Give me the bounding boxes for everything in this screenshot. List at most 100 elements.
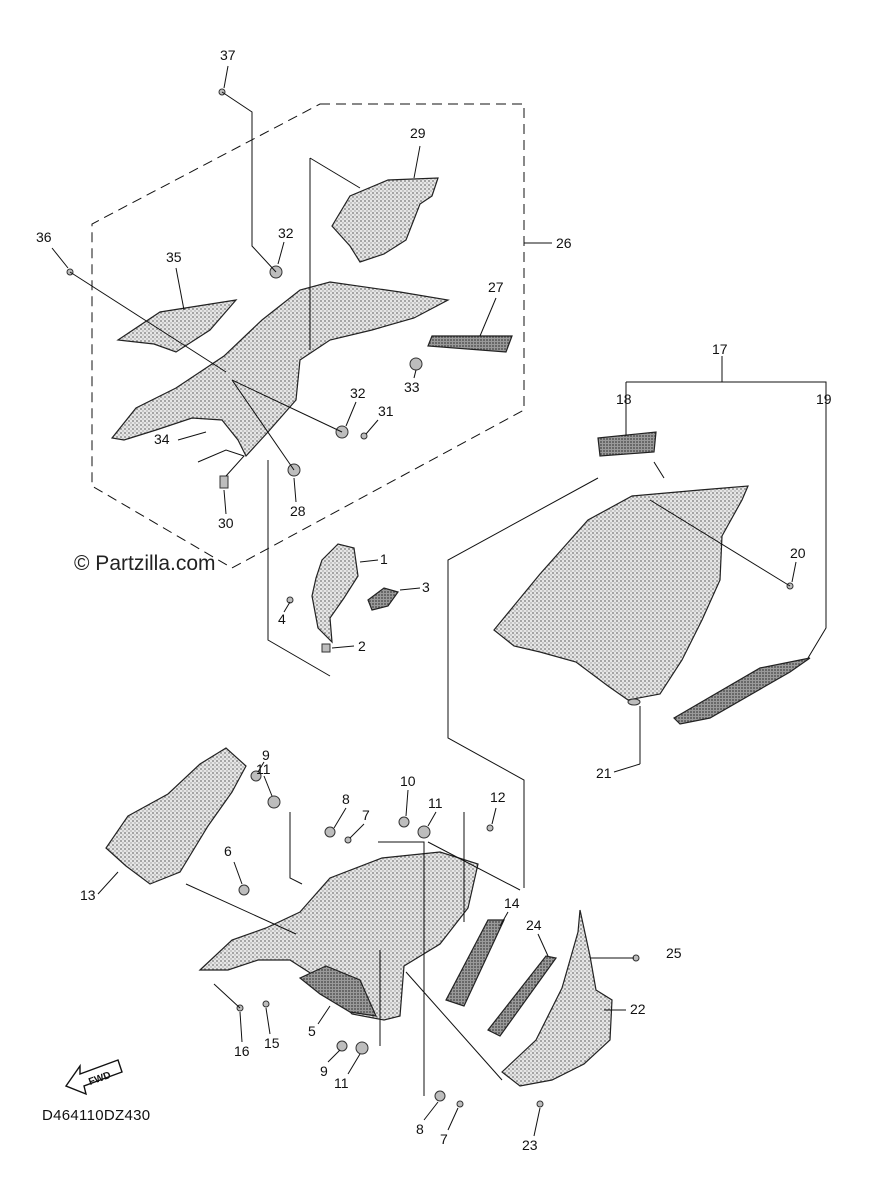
part-11-collar-right[interactable]: [417, 825, 431, 839]
callout-37: 37: [220, 47, 236, 63]
callout-32a: 32: [278, 225, 294, 241]
part-29-panel[interactable]: [331, 177, 439, 263]
part-7-screw-bottom[interactable]: [456, 1100, 464, 1108]
part-6-grommet[interactable]: [238, 884, 250, 896]
callout-25: 25: [666, 945, 682, 961]
part-18-decal[interactable]: [597, 431, 657, 457]
part-31-screw[interactable]: [360, 432, 368, 440]
part-13-duct[interactable]: [105, 747, 247, 885]
part-1-bracket[interactable]: [311, 543, 359, 644]
part-35-panel[interactable]: [116, 299, 238, 353]
leader-20: [649, 499, 791, 587]
callout-33: 33: [404, 379, 420, 395]
leader-32b: [231, 379, 343, 433]
leader-30: [197, 449, 245, 477]
callout-24: 24: [526, 917, 542, 933]
callout-6: 6: [224, 843, 232, 859]
part-9-grommet-top[interactable]: [250, 770, 262, 782]
callout-10: 10: [400, 773, 416, 789]
part-4-screw[interactable]: [286, 596, 294, 604]
part-5-inner-panel[interactable]: [198, 851, 479, 1021]
callout-19: 19: [816, 391, 832, 407]
part-7-screw-top[interactable]: [344, 836, 352, 844]
callout-13: 13: [80, 887, 96, 903]
leader-37: [221, 91, 277, 273]
fwd-arrow-icon: FWD: [64, 1059, 123, 1096]
leader-side-fairing: [447, 477, 599, 888]
callout-3: 3: [422, 579, 430, 595]
part-23-screw[interactable]: [536, 1100, 544, 1108]
leader-16: [213, 983, 241, 1009]
callout-7a: 7: [362, 807, 370, 823]
part-8-washer-top[interactable]: [324, 826, 336, 838]
part-27-strip[interactable]: [427, 335, 513, 353]
callout-4: 4: [278, 611, 286, 627]
callout-11b: 11: [428, 795, 443, 811]
side-fairing-group: [447, 356, 827, 888]
callout-26: 26: [556, 235, 572, 251]
watermark: © Partzilla.com: [74, 552, 216, 575]
part-11-collar-left[interactable]: [267, 795, 281, 809]
part-9-grommet-bottom[interactable]: [336, 1040, 348, 1052]
part-17-side-fairing[interactable]: [493, 485, 749, 701]
callout-36: 36: [36, 229, 52, 245]
part-21-clip[interactable]: [627, 698, 641, 706]
part-33-nut[interactable]: [409, 357, 423, 371]
callout-8b: 8: [416, 1121, 424, 1137]
part-3-plate[interactable]: [367, 587, 399, 611]
lower-assembly-group: [105, 747, 640, 1108]
bracket-group: [286, 543, 399, 653]
callout-2: 2: [358, 638, 366, 654]
callout-35: 35: [166, 249, 182, 265]
callout-22: 22: [630, 1001, 646, 1017]
callout-20: 20: [790, 545, 806, 561]
part-2-nut[interactable]: [321, 643, 331, 653]
callout-15: 15: [264, 1035, 280, 1051]
callout-21: 21: [596, 765, 612, 781]
callout-17: 17: [712, 341, 728, 357]
part-15-screw[interactable]: [262, 1000, 270, 1008]
leader-18-b: [653, 461, 665, 479]
leader-23: [405, 971, 503, 1081]
callout-12: 12: [490, 789, 506, 805]
callout-30: 30: [218, 515, 234, 531]
part-12-screw[interactable]: [486, 824, 494, 832]
part-11-collar-bottom[interactable]: [355, 1041, 369, 1055]
callout-8a: 8: [342, 791, 350, 807]
leader-29-ref: [309, 157, 361, 189]
part-10-grommet[interactable]: [398, 816, 410, 828]
callout-1: 1: [380, 551, 388, 567]
callout-11c: 11: [334, 1075, 349, 1091]
callout-11a: 11: [256, 761, 271, 777]
callout-29: 29: [410, 125, 426, 141]
callout-9a: 9: [262, 747, 270, 763]
part-8-washer-bottom[interactable]: [434, 1090, 446, 1102]
callout-28: 28: [290, 503, 306, 519]
callout-16: 16: [234, 1043, 250, 1059]
callouts: 1 2 3 4 5 6 7 7 8 8 9 9 10 11 11 11 12 1…: [36, 47, 832, 1153]
part-30-fastener[interactable]: [219, 475, 229, 489]
part-19-strip[interactable]: [673, 657, 811, 725]
callout-7b: 7: [440, 1131, 448, 1147]
callout-14: 14: [504, 895, 520, 911]
leader-36: [69, 271, 227, 373]
leader-19: [626, 381, 827, 659]
upper-inner-cowl[interactable]: [110, 281, 450, 458]
diagram-code: D464110DZ430: [42, 1107, 150, 1124]
part-24-strip[interactable]: [487, 955, 558, 1037]
part-14-strip[interactable]: [445, 919, 505, 1007]
callout-9b: 9: [320, 1063, 328, 1079]
callout-31: 31: [378, 403, 394, 419]
callout-32b: 32: [350, 385, 366, 401]
leader-side-link: [427, 841, 521, 891]
leader-8b: [378, 841, 425, 1096]
callout-18: 18: [616, 391, 632, 407]
leader-panel-1: [267, 460, 331, 677]
callout-23: 23: [522, 1137, 538, 1153]
leader-11a: [289, 812, 303, 885]
leader-13: [185, 883, 297, 935]
leader-28: [231, 379, 295, 471]
part-22-lower-fairing[interactable]: [501, 909, 613, 1087]
part-5-lower-edge[interactable]: [298, 965, 377, 1017]
